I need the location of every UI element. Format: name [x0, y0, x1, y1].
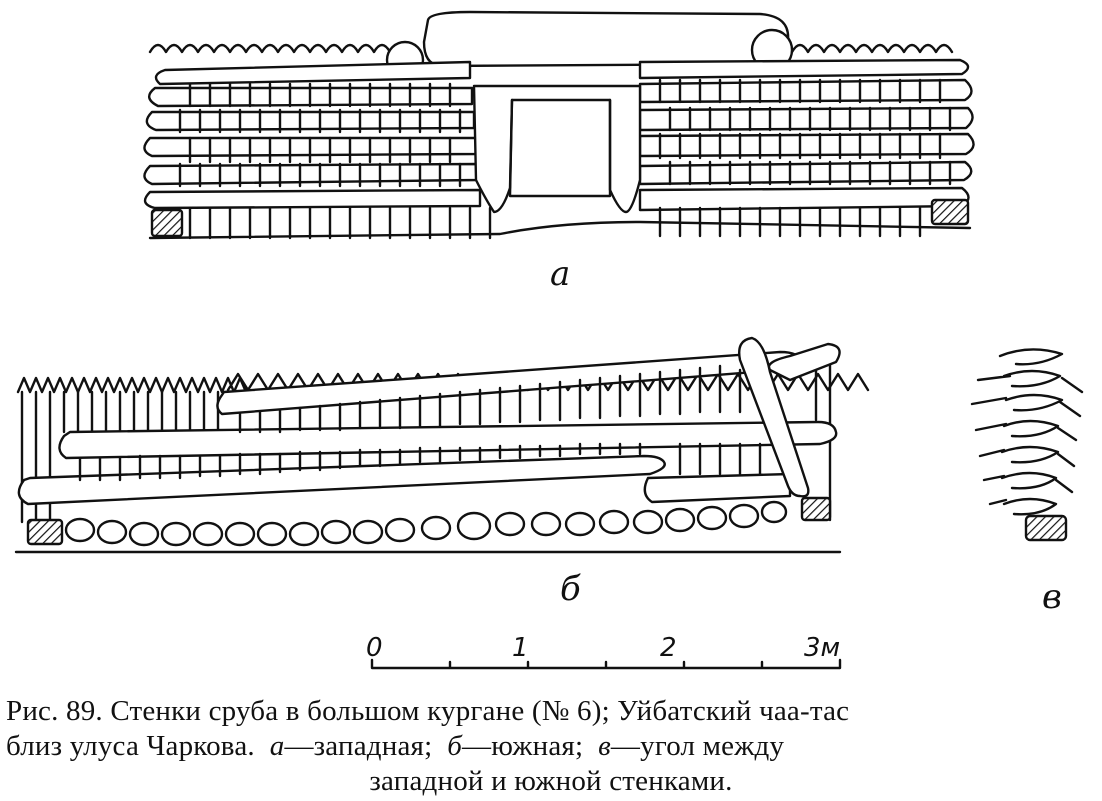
caption-western: —западная; — [284, 730, 433, 762]
caption-corner: —угол между — [610, 730, 785, 762]
panel-a-top-log — [422, 10, 790, 68]
scale-label-1: 1 — [512, 633, 529, 663]
panel-a-corner-right — [930, 198, 970, 226]
panel-v-corner-beam — [1024, 514, 1068, 542]
panel-a-corner-left — [150, 208, 184, 238]
scale-label-3: 3м — [804, 633, 840, 663]
panel-v-label: в — [1042, 577, 1062, 617]
panel-b-corner-left — [26, 518, 64, 546]
panel-a-log-6b — [638, 186, 970, 212]
caption-letter-v: в — [598, 730, 611, 762]
caption-line-2: близ улуса Чаркова. а—западная; б—южная;… — [6, 729, 1096, 764]
scale-bar: 0 1 2 3м — [366, 633, 842, 670]
caption-letter-a: а — [269, 730, 285, 762]
panel-a-log-5b — [638, 160, 973, 186]
panel-b-ticks — [78, 364, 762, 482]
panel-a-log-5 — [143, 162, 480, 186]
panel-a-label: а — [550, 254, 570, 294]
panel-b-label: б — [560, 569, 581, 609]
panel-b-log-3 — [17, 454, 666, 506]
panel-a-log-2b — [638, 78, 973, 104]
scale-label-0: 0 — [366, 633, 383, 663]
caption-letter-b: б — [447, 730, 463, 762]
panel-a-door — [472, 84, 642, 214]
panel-b-log-1-end — [767, 342, 841, 382]
panel-a-log-1 — [154, 60, 472, 86]
panel-a-ticks — [178, 78, 952, 240]
scale-bar-line — [370, 658, 842, 670]
panel-a-baseline — [148, 220, 972, 240]
panel-b-log-2 — [58, 420, 838, 460]
caption-line-1: Рис. 89. Стенки сруба в большом кургане … — [6, 695, 850, 727]
scale-label-2: 2 — [660, 633, 677, 663]
panel-a-drawing: а — [143, 10, 975, 294]
caption-southern: —южная; — [462, 730, 584, 762]
panel-b-corner-right — [800, 496, 832, 522]
panel-a-door-inner — [508, 98, 612, 198]
panel-v-drawing: в — [970, 348, 1084, 617]
caption-line-3: западной и южной стенками. — [369, 765, 733, 797]
panel-b-brace — [738, 336, 810, 498]
panel-b-log-3-end — [643, 472, 792, 504]
panel-a-log-6 — [143, 188, 482, 210]
panel-b-stones — [64, 500, 788, 547]
panel-a-log-1b — [638, 58, 970, 80]
panel-b-drawing: б — [14, 336, 870, 609]
caption-line-2-start: близ улуса Чаркова. — [6, 730, 255, 762]
panel-v-stack — [970, 348, 1084, 516]
figure-caption: Рис. 89. Стенки сруба в большом кургане … — [6, 694, 1096, 799]
panel-a-log-3 — [145, 110, 476, 132]
panel-a-log-4b — [638, 132, 975, 158]
